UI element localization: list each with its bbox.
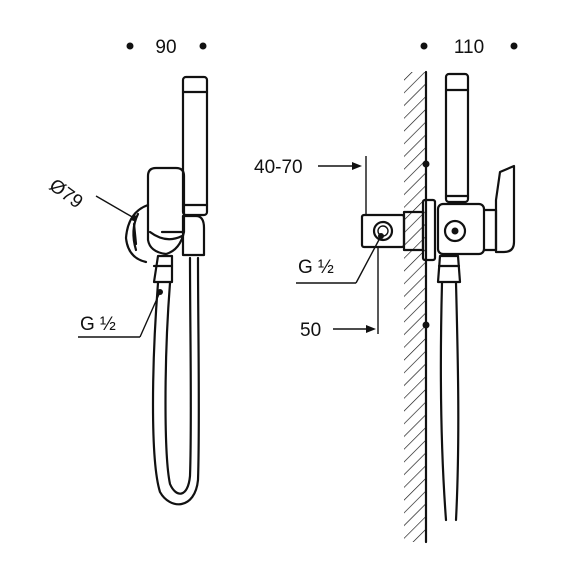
- thread-callout-side: G ½: [296, 233, 384, 284]
- holder-side: [436, 202, 498, 256]
- valve-body-front: [146, 166, 186, 256]
- wall-section: [404, 70, 430, 544]
- thread-callout-front: G ½: [78, 289, 163, 338]
- side-width-label: 110: [454, 37, 484, 58]
- thread-front-fraction: ½: [100, 314, 116, 335]
- hose-connector-side: [436, 254, 462, 284]
- dimension-wall-range: 40-70: [254, 156, 367, 214]
- thread-side-prefix: G: [298, 257, 313, 278]
- depth-label: 50: [300, 320, 321, 341]
- diameter-label: Ø79: [45, 175, 86, 213]
- dimension-side-width: 110: [420, 37, 518, 58]
- hose-front: [151, 256, 200, 506]
- hand-shower-side: [444, 72, 470, 204]
- lever-side: [494, 164, 516, 254]
- dimension-front-width: 90: [126, 37, 207, 58]
- wall-range-label: 40-70: [254, 157, 303, 178]
- thread-front-prefix: G: [80, 314, 95, 335]
- hose-connector-front: [152, 254, 174, 284]
- dimension-depth: 50: [300, 248, 379, 341]
- front-width-label: 90: [155, 37, 176, 58]
- diameter-callout: Ø79: [45, 175, 137, 221]
- hose-side: [439, 281, 460, 522]
- holder-front: [160, 214, 206, 257]
- front-view: 90: [45, 37, 209, 506]
- hand-shower-front: [181, 75, 209, 217]
- rosette-front: [124, 203, 150, 264]
- thread-side-fraction: ½: [318, 257, 334, 278]
- side-view: 110: [254, 37, 518, 544]
